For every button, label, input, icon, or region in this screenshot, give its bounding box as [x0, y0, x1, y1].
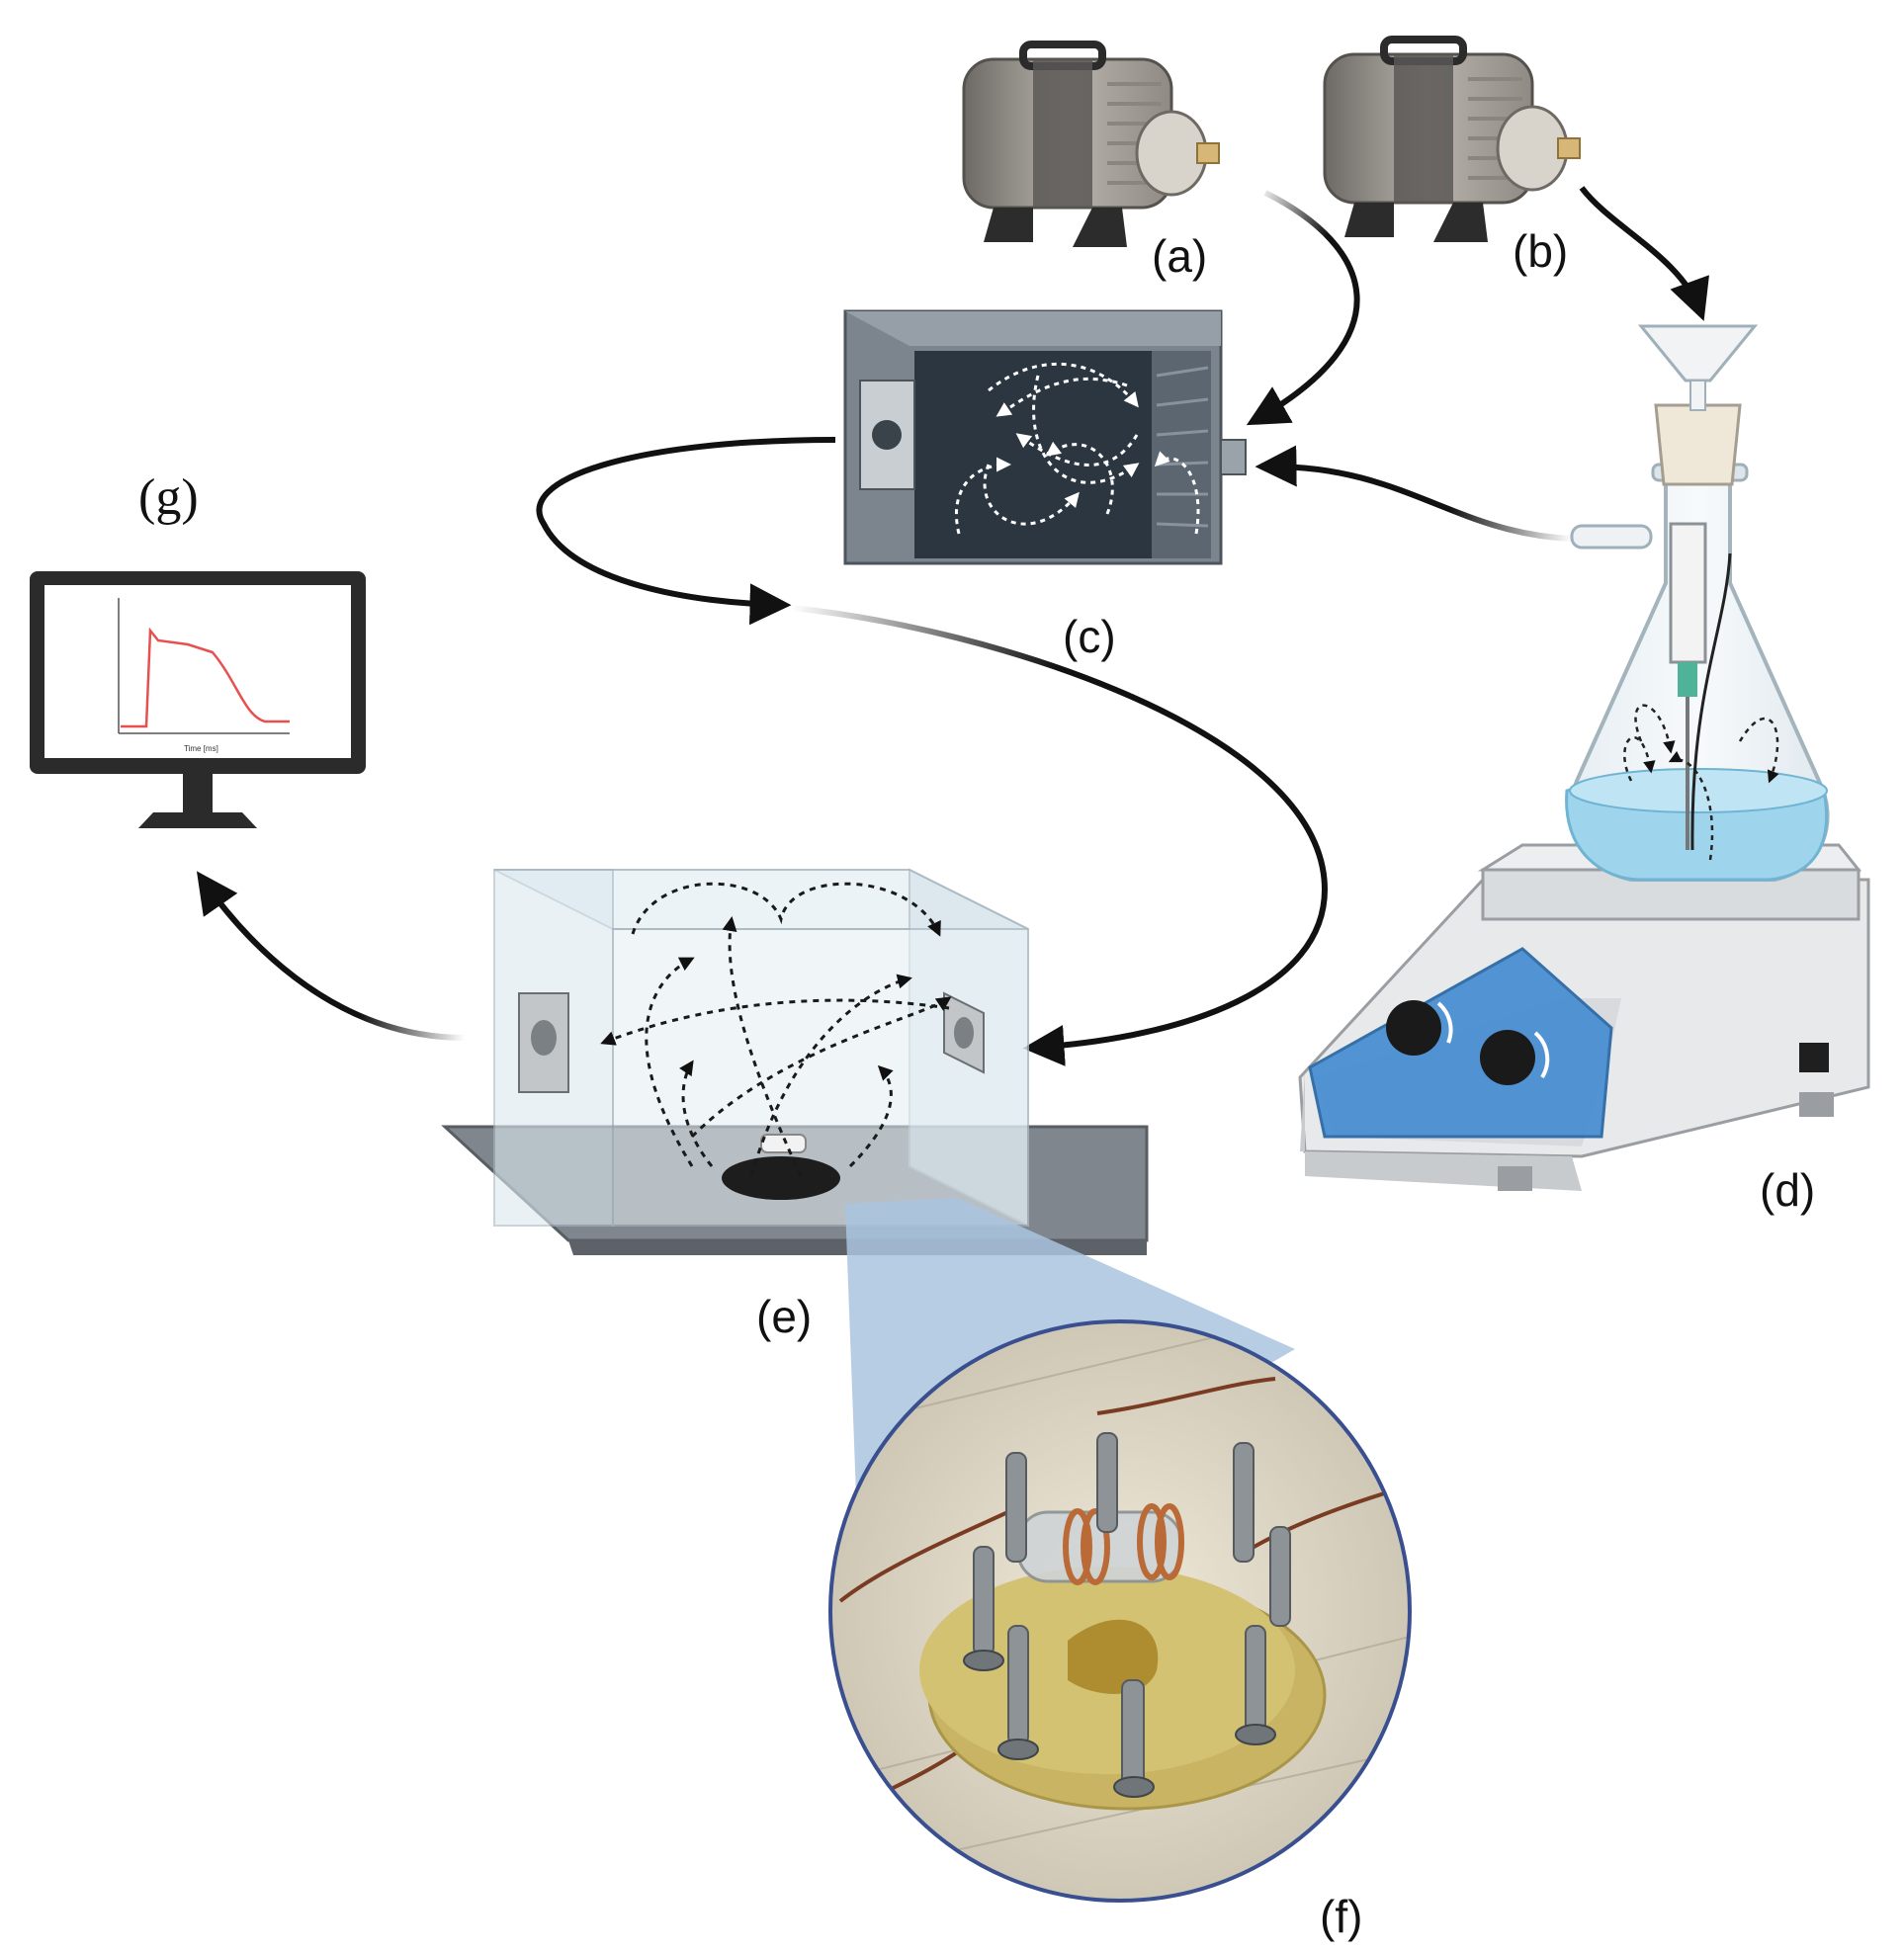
conical-flask: [1565, 324, 1830, 882]
computer-monitor: Time [ms]: [30, 571, 366, 828]
arrow-chamber-to-box-continued: [790, 605, 1329, 1066]
arrow-flask-to-chamber: [1255, 445, 1573, 542]
label-c: (c): [1063, 611, 1116, 662]
exposure-chamber: [441, 868, 1149, 1255]
monitor-axis-label: Time [ms]: [184, 744, 218, 753]
signal-trace: [121, 627, 290, 728]
arrow-box-to-monitor: [196, 871, 466, 1041]
label-b: (b): [1513, 225, 1568, 277]
sensor-pins: [973, 1432, 1291, 1790]
arrow-chamber-to-box: [536, 437, 836, 626]
label-e: (e): [756, 1291, 812, 1342]
hotplate-stirrer: [1298, 843, 1870, 1191]
arrow-pump-b-to-flask: [1579, 186, 1709, 321]
air-pump-a: [962, 41, 1220, 247]
mixing-chamber: [843, 309, 1247, 565]
label-d: (d): [1760, 1164, 1815, 1216]
label-a: (a): [1152, 230, 1207, 282]
arrow-pump-a-to-chamber: [1246, 190, 1360, 426]
air-pump-b: [1323, 36, 1581, 242]
label-f: (f): [1320, 1891, 1362, 1942]
sensor-photo: [828, 1319, 1412, 1903]
label-g: (g): [138, 469, 199, 526]
